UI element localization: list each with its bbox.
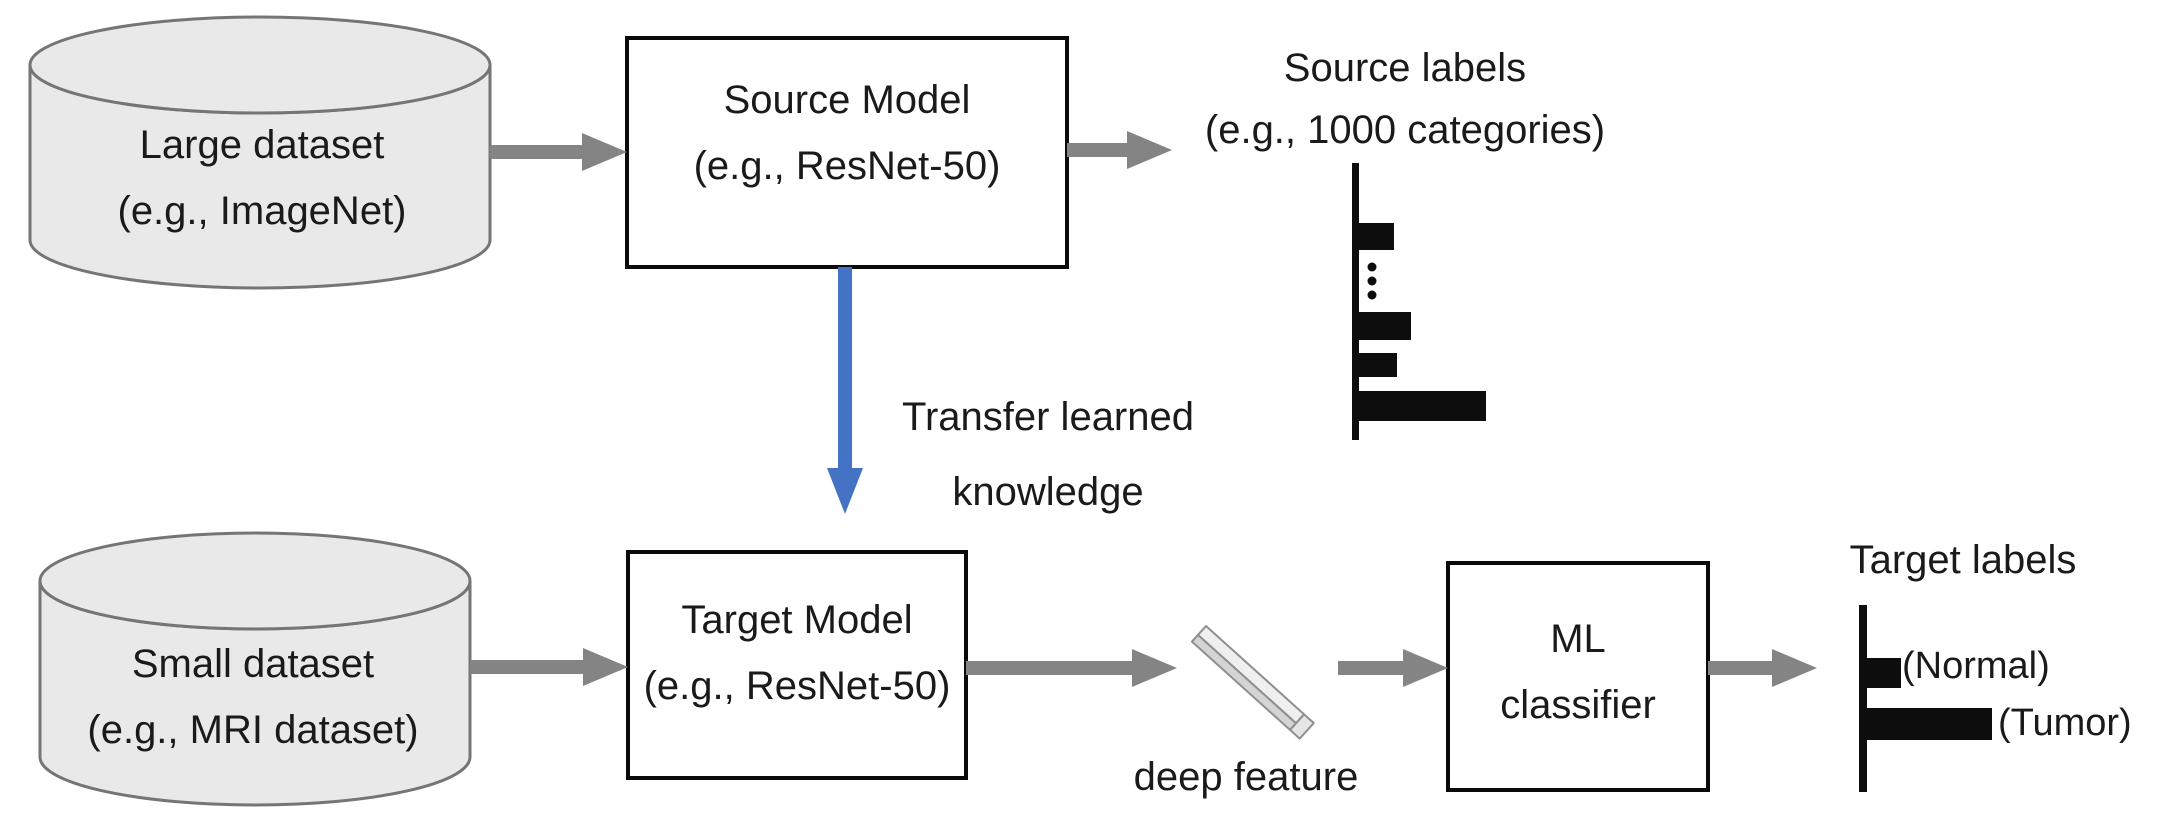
source-labels-caption: Source labels (e.g., 1000 categories): [1205, 37, 1605, 161]
chart-bar: [1359, 223, 1394, 250]
deep-feature-label: deep feature: [1133, 755, 1359, 799]
large-dataset-line1: Large dataset: [139, 123, 385, 167]
chart-bar: [1359, 391, 1486, 421]
transfer-knowledge-arrow: [827, 267, 863, 514]
transfer-knowledge-line1: Transfer learned: [902, 395, 1194, 439]
source-model-box: [625, 36, 1069, 269]
target-labels-chart: [1859, 605, 1992, 792]
ellipsis-dot: [1367, 276, 1377, 286]
target-model-box: [626, 550, 968, 780]
source-labels-line1: Source labels: [1283, 46, 1527, 90]
target-model-line1: Target Model: [681, 598, 913, 642]
arrow-large-dataset-to-source-model: [490, 133, 627, 171]
source-labels-line2: (e.g., 1000 categories): [1204, 108, 1606, 152]
large-dataset-cylinder: [28, 15, 492, 290]
chart-bar-normal: [1867, 658, 1901, 688]
deep-feature-side-face: [1190, 633, 1298, 731]
ml-classifier-line2: classifier: [1500, 683, 1656, 727]
deep-feature-top-face: [1196, 625, 1306, 725]
large-dataset-label: Large dataset (e.g., ImageNet): [117, 112, 406, 244]
source-model-line2: (e.g., ResNet-50): [693, 144, 1001, 188]
chart-axis: [1859, 605, 1867, 792]
ml-classifier-line1: ML: [1550, 617, 1606, 661]
arrow-ml-classifier-to-target-labels: [1708, 649, 1817, 687]
chart-axis: [1352, 163, 1359, 440]
transfer-knowledge-label: Transfer learned knowledge: [902, 380, 1194, 530]
small-dataset-line2: (e.g., MRI dataset): [87, 708, 419, 752]
target-model-line2: (e.g., ResNet-50): [643, 664, 951, 708]
chart-bar: [1359, 312, 1411, 340]
ellipsis-dot: [1367, 290, 1377, 300]
deep-feature-end-cap: [1289, 713, 1315, 740]
source-model-line1: Source Model: [723, 78, 971, 122]
ml-classifier-label: ML classifier: [1500, 606, 1656, 738]
small-dataset-label: Small dataset (e.g., MRI dataset): [87, 631, 418, 763]
cylinder-lid: [28, 15, 492, 115]
large-dataset-line2: (e.g., ImageNet): [117, 189, 407, 233]
target-model-label: Target Model (e.g., ResNet-50): [644, 587, 951, 719]
arrow-source-model-to-source-labels: [1067, 131, 1172, 169]
arrow-deep-feature-to-ml-classifier: [1338, 649, 1448, 687]
chart-bar: [1359, 353, 1397, 377]
ml-classifier-box: [1446, 561, 1710, 792]
cylinder-lid: [38, 531, 472, 631]
target-label-tumor: (Tumor): [1998, 702, 2132, 744]
arrow-target-model-to-deep-feature: [966, 649, 1177, 687]
source-model-label: Source Model (e.g., ResNet-50): [694, 67, 1001, 199]
source-labels-chart: [1352, 163, 1486, 440]
small-dataset-line1: Small dataset: [131, 642, 375, 686]
arrow-small-dataset-to-target-model: [470, 648, 628, 686]
chart-bar-tumor: [1867, 708, 1992, 740]
deep-feature-shape: [1190, 625, 1315, 740]
small-dataset-cylinder: [38, 531, 472, 807]
target-labels-title: Target labels: [1849, 538, 2077, 582]
ellipsis-dot: [1367, 262, 1377, 272]
transfer-knowledge-line2: knowledge: [952, 470, 1144, 514]
target-label-normal: (Normal): [1902, 645, 2050, 687]
